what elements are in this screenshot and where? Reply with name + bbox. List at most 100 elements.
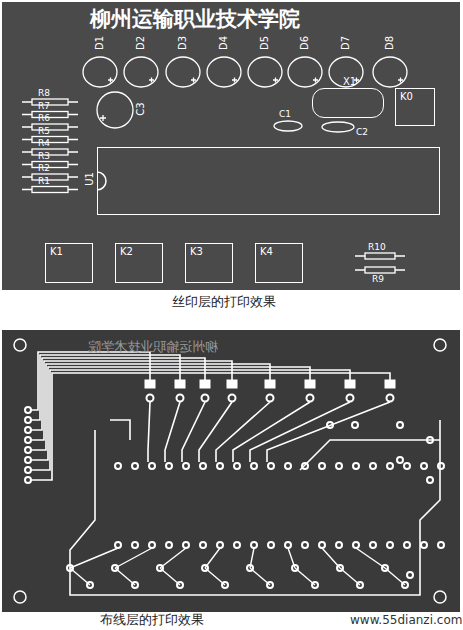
title: 柳州运输职业技术学院: [90, 8, 300, 29]
ic-pad: [387, 463, 393, 469]
ic-pad: [336, 463, 342, 469]
part-label: R4: [38, 139, 50, 148]
pad: [407, 572, 413, 578]
key-switch: K2: [115, 243, 163, 283]
ic-pad: [132, 463, 138, 469]
polarity-mark: [313, 78, 318, 83]
ic-pad: [200, 463, 206, 469]
pad: [397, 422, 403, 428]
mounting-hole: [14, 591, 26, 603]
ic-pad: [319, 463, 325, 469]
pad: [387, 395, 394, 402]
ic-pad: [319, 542, 325, 548]
resistor-symbol: [32, 124, 68, 130]
ic-pad: [404, 463, 410, 469]
trace: [182, 402, 205, 462]
polarity-mark: [191, 78, 196, 83]
ic-pad: [234, 463, 240, 469]
trace: [70, 548, 118, 585]
part-label: D5: [260, 36, 270, 50]
ic-outline: U1: [97, 147, 440, 215]
part-label: R1: [38, 177, 50, 186]
ic-pad: [183, 542, 189, 548]
resistor-lead: [22, 126, 78, 127]
key-switch: K0: [395, 88, 435, 126]
part-label: D2: [136, 36, 146, 50]
ic-pad: [268, 542, 274, 548]
polarity-mark: [149, 78, 154, 83]
trace: [288, 548, 315, 585]
part-label: K2: [120, 247, 133, 257]
led-outline: [207, 57, 241, 87]
capacitor-outline: [274, 121, 302, 131]
polarity-mark: [232, 78, 237, 83]
trace: [115, 548, 152, 585]
capacitor-outline: [322, 122, 354, 132]
ic-pad: [438, 463, 444, 469]
pad: [227, 380, 237, 388]
trace: [356, 548, 405, 585]
pad: [427, 437, 433, 443]
resistor-symbol: [365, 253, 395, 259]
resistor-symbol: [32, 112, 68, 118]
trace: [30, 364, 270, 450]
trace: [205, 548, 225, 585]
copper-panel: [2, 330, 460, 612]
pad: [25, 477, 31, 483]
trace: [322, 548, 360, 585]
ic-pad: [387, 542, 393, 548]
polarity-mark: [398, 78, 403, 83]
trace: [250, 402, 350, 462]
crystal-outline: X1: [312, 88, 384, 118]
caption: 布线层的打印效果: [100, 613, 204, 626]
pad: [25, 427, 31, 433]
part-label: C3: [136, 102, 146, 115]
key-switch: K3: [185, 243, 233, 283]
resistor-symbol: [32, 137, 68, 143]
ic-pad: [132, 542, 138, 548]
led-outline: [373, 57, 407, 87]
led-outline: [166, 57, 200, 87]
trace: [165, 402, 180, 462]
mounting-hole: [14, 339, 26, 351]
ic-pad: [251, 542, 257, 548]
polarity-mark: [100, 115, 106, 121]
part-label: D8: [385, 36, 395, 50]
polarity-mark: [108, 78, 113, 83]
pad: [145, 380, 155, 388]
part-label: R5: [38, 127, 50, 136]
pad: [385, 380, 395, 388]
mounting-hole: [434, 591, 446, 603]
part-label: R6: [38, 114, 50, 123]
led-outline: [329, 57, 363, 87]
polarity-mark: [273, 78, 278, 83]
part-label: K1: [50, 247, 63, 257]
ic-pad: [115, 463, 121, 469]
resistor-symbol: [32, 187, 68, 193]
part-label: D6: [300, 36, 310, 50]
trace: [30, 373, 390, 480]
ic-notch: [97, 172, 106, 190]
ic-pad: [285, 463, 291, 469]
resistor-symbol: [32, 162, 68, 168]
ic-pad: [200, 542, 206, 548]
part-label: U1: [85, 172, 95, 186]
ic-pad: [149, 542, 155, 548]
part-label: C1: [279, 110, 291, 119]
part-label: K0: [400, 92, 413, 102]
ic-pad: [370, 463, 376, 469]
pad: [327, 422, 333, 428]
pad: [397, 457, 403, 463]
led-outline: [288, 57, 322, 87]
part-label: K3: [190, 247, 203, 257]
part-label: R2: [38, 164, 50, 173]
pad: [25, 417, 31, 423]
part-label: K4: [260, 247, 273, 257]
part-label: R8: [38, 89, 50, 98]
caption: 丝印层的打印效果: [172, 295, 276, 308]
ic-pad: [149, 463, 155, 469]
resistor-lead: [22, 151, 78, 152]
pad: [427, 477, 433, 483]
